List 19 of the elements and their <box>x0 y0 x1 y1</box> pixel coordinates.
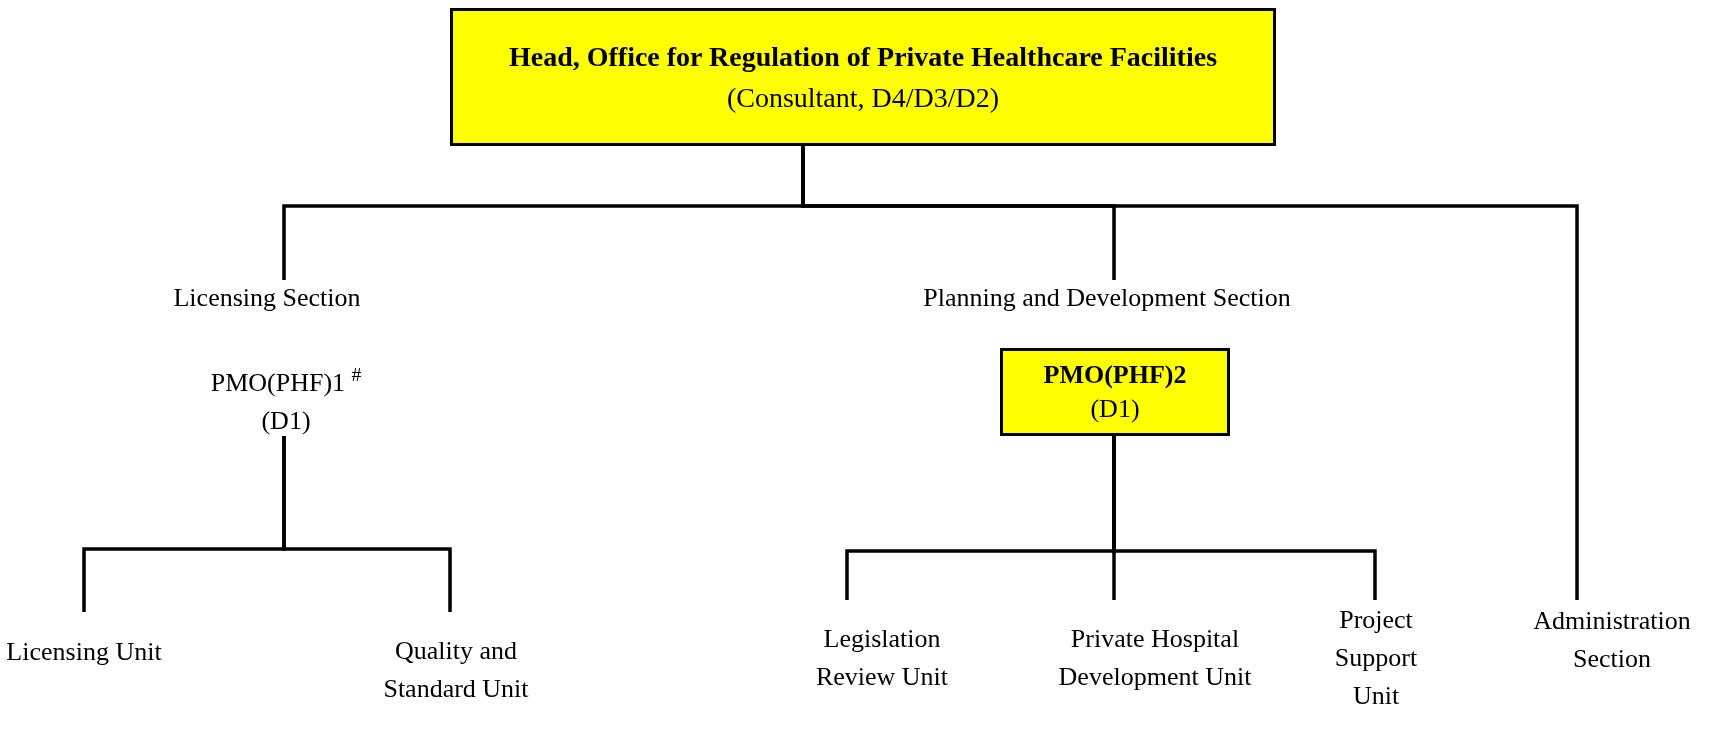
position-title: Head, Office for Regulation of Private Healthcare Facilities <box>508 40 1218 74</box>
position-box <box>1000 348 1230 436</box>
position-label: Private Hospital Development Unit <box>1057 623 1253 693</box>
position-label: (D1) <box>1090 393 1140 425</box>
position-label: (Consultant, D4/D3/D2) <box>726 81 1000 115</box>
position-label: Administration Section <box>1532 605 1692 675</box>
position-label: Project Support Unit <box>1333 604 1419 712</box>
position-label: Legislation Review Unit <box>814 623 950 693</box>
connector-line <box>1112 436 1377 600</box>
position-label: Licensing Unit <box>6 636 162 668</box>
position-title: PMO(PHF)1 $^{#}$ <box>210 364 362 399</box>
connector-line <box>282 436 452 612</box>
position-label: Quality and Standard Unit <box>382 635 530 705</box>
connector-line <box>801 146 1579 600</box>
position-box <box>450 8 1276 146</box>
position-title: PMO(PHF)2 <box>1043 359 1187 391</box>
position-label: (D1) <box>261 405 311 437</box>
position-label: Licensing Section <box>173 282 361 314</box>
position-label: Planning and Development Section <box>923 282 1291 314</box>
